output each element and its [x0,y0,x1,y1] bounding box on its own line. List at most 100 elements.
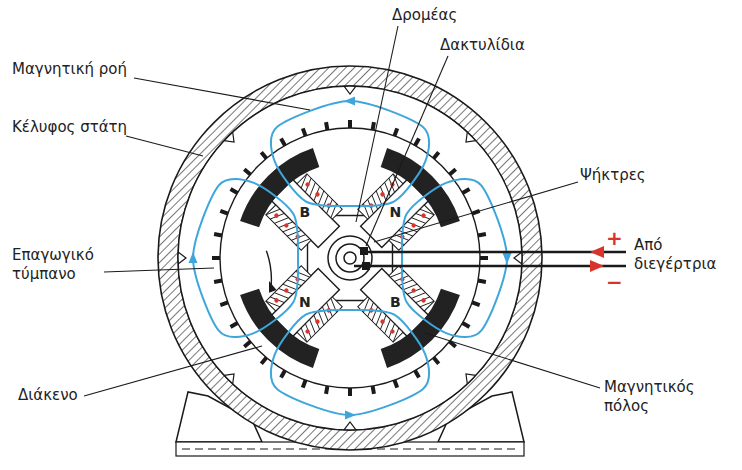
coil-conductor [273,212,279,218]
leader-line [425,333,600,388]
leader-line [356,26,398,222]
coil-conductor [283,287,289,293]
stator-slot [229,321,238,328]
rotation-arrowhead [265,280,276,293]
coil-winding [385,324,399,338]
flux-arrowhead [345,411,356,420]
part-label: Δρομέας [392,6,457,25]
pole-letter: Ν [297,296,313,311]
coil-conductor [411,222,417,228]
leader-line [84,346,262,396]
stator-slot [279,370,286,379]
leader-line [134,78,310,110]
stator-slot [432,151,440,160]
pole-shoe [232,282,326,376]
coil-winding [416,293,430,307]
shell-notch [178,252,186,264]
coil-winding [399,226,413,240]
stator-slot [448,168,457,176]
slip-ring-inner [336,244,364,272]
coil-conductor [411,287,417,293]
stator-slot [393,128,399,137]
coil-winding [380,320,394,334]
part-label: Μαγνητικός πόλος [604,378,736,416]
coil-winding [305,182,319,196]
pole-shoe [374,140,468,234]
stator-shell [158,66,542,450]
leader-line [374,182,578,242]
coil-winding [368,307,382,321]
slip-ring-outer [328,236,372,280]
field-coil [389,266,434,311]
shell-notch [344,422,356,430]
coil-winding [310,315,324,329]
flux-line [271,310,429,415]
stator-slot [243,340,252,348]
coil-winding [416,209,430,223]
pole-letter: Β [297,205,312,220]
shell-notch [224,132,234,142]
coil-winding [301,178,315,192]
stator-slot [480,256,488,260]
stator-slot [301,379,307,388]
leader-line [104,268,214,272]
pole-letter: Ν [387,205,403,220]
stator-slot [471,301,480,307]
coil-conductor [379,319,385,325]
stator-slot [214,279,223,284]
shell-notch [514,252,522,264]
stator-slot [413,370,420,379]
part-label: Ψήκτρες [580,166,646,185]
stator-slot [214,232,223,237]
coil-conductor [314,319,320,325]
stator-slot [462,321,471,328]
leader-line [366,56,448,246]
stator-slot [432,356,440,365]
stator-slot [220,209,229,215]
part-label: Διάκενο [18,386,78,405]
stator-slot [393,379,399,388]
stator-slot [478,279,487,284]
coil-winding [283,280,297,294]
shaft [344,252,356,264]
stator-slot [243,168,252,176]
coil-winding [270,209,284,223]
coil-conductor [420,212,426,218]
coil-winding [318,307,332,321]
stator-core [178,86,522,430]
shell-notch [466,132,476,142]
stator-slot [324,122,329,131]
shell-notch [466,374,476,384]
coil-winding [287,276,301,290]
brush [362,262,370,270]
stator-slot [348,120,352,128]
polarity-sign: − [606,272,623,292]
shell-notch [224,374,234,384]
coil-winding [279,218,293,232]
part-label: Κέλυφος στάτη [12,118,127,137]
coil-conductor [273,297,279,303]
stator-slot [212,256,220,260]
coil-conductor [283,222,289,228]
stator-slot [220,301,229,307]
coil-conductor [420,297,426,303]
flux-arrowhead [503,253,512,264]
coil-winding [407,284,421,298]
coil-winding [310,187,324,201]
stator-slot [348,388,352,396]
stator-slot [413,137,420,146]
stator-slot [279,137,286,146]
flux-line [193,179,298,337]
coil-conductor [304,328,310,334]
coil-conductor [379,191,385,197]
coil-winding [318,195,332,209]
current-arrow [590,246,604,258]
pole-shoe [374,282,468,376]
current-arrow [590,260,604,272]
brush [360,247,368,255]
coil-conductor [314,191,320,197]
rotation-arrow [266,251,271,287]
flux-arrowhead [189,252,198,263]
